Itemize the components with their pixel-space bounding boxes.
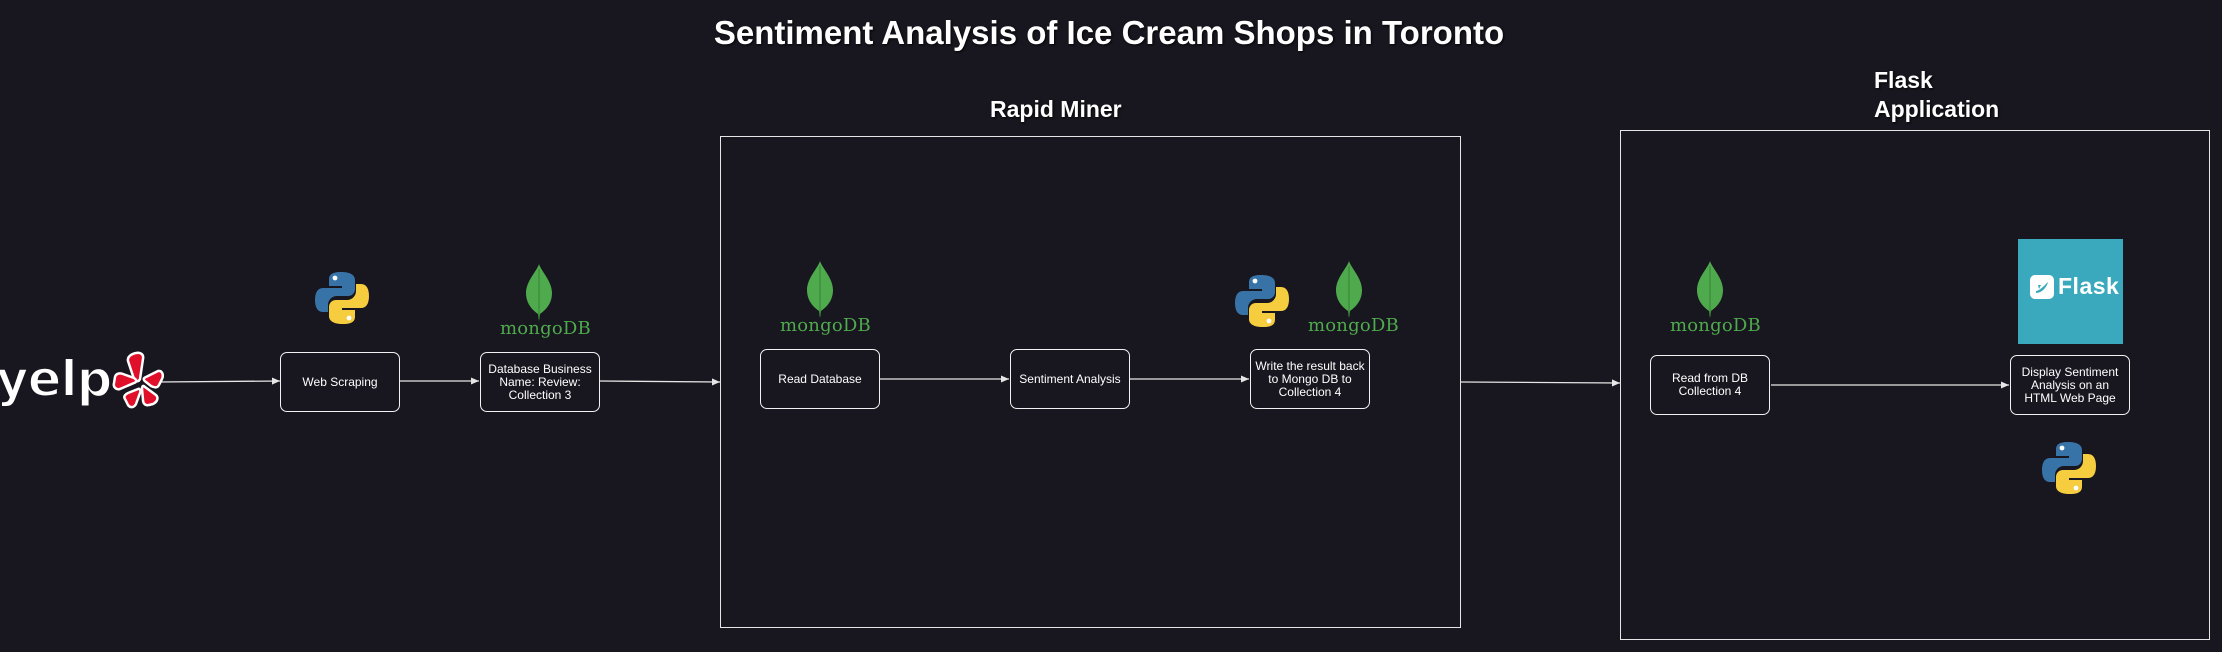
- mongodb-leaf-icon: [807, 261, 833, 318]
- rapid-miner-label: Rapid Miner: [990, 96, 1122, 122]
- edge-yelp-to-web-scraping: [157, 377, 281, 385]
- edge-rapid-miner-to-flask: [1460, 379, 1621, 387]
- edge-database-to-rapid-miner: [599, 378, 721, 386]
- flask-mark-icon: [2030, 275, 2054, 299]
- flask-application-label-line1: Flask: [1874, 67, 1933, 93]
- mongodb-leaf-icon: [526, 264, 552, 321]
- mongodb-wordmark: mongoDB: [1670, 315, 1761, 336]
- python-logo-icon: [315, 272, 369, 324]
- node-display-sentiment[interactable]: Display Sentiment Analysis on an HTML We…: [2010, 355, 2130, 415]
- node-sentiment-analysis[interactable]: Sentiment Analysis: [1010, 349, 1130, 409]
- mongodb-wordmark: mongoDB: [780, 315, 871, 336]
- diagram-title: Sentiment Analysis of Ice Cream Shops in…: [713, 14, 1505, 51]
- flask-application-group-frame: [1620, 130, 2210, 640]
- node-read-from-db[interactable]: Read from DB Collection 4: [1650, 355, 1770, 415]
- flask-application-label-line2: Application: [1874, 96, 2000, 122]
- node-database-collection-3[interactable]: Database Business Name: Review: Collecti…: [480, 352, 600, 412]
- mongodb-wordmark: mongoDB: [500, 318, 591, 339]
- mongodb-leaf-icon: [1697, 261, 1723, 318]
- node-read-database[interactable]: Read Database: [760, 349, 880, 409]
- flask-wordmark: Flask: [2058, 273, 2120, 299]
- rapid-miner-group-frame: [720, 136, 1461, 628]
- python-logo-icon: [2042, 442, 2096, 494]
- node-web-scraping[interactable]: Web Scraping: [280, 352, 400, 412]
- flask-logo: Flask: [2018, 239, 2123, 344]
- python-logo-icon: [1235, 275, 1289, 327]
- mongodb-leaf-icon: [1336, 261, 1362, 318]
- yelp-burst-icon: [112, 351, 164, 409]
- node-write-result[interactable]: Write the result back to Mongo DB to Col…: [1250, 349, 1370, 409]
- mongodb-wordmark: mongoDB: [1308, 315, 1399, 336]
- yelp-logo: yelp: [0, 349, 113, 409]
- diagram-title-wrap: Sentiment Analysis of Ice Cream Shops in…: [0, 14, 2222, 52]
